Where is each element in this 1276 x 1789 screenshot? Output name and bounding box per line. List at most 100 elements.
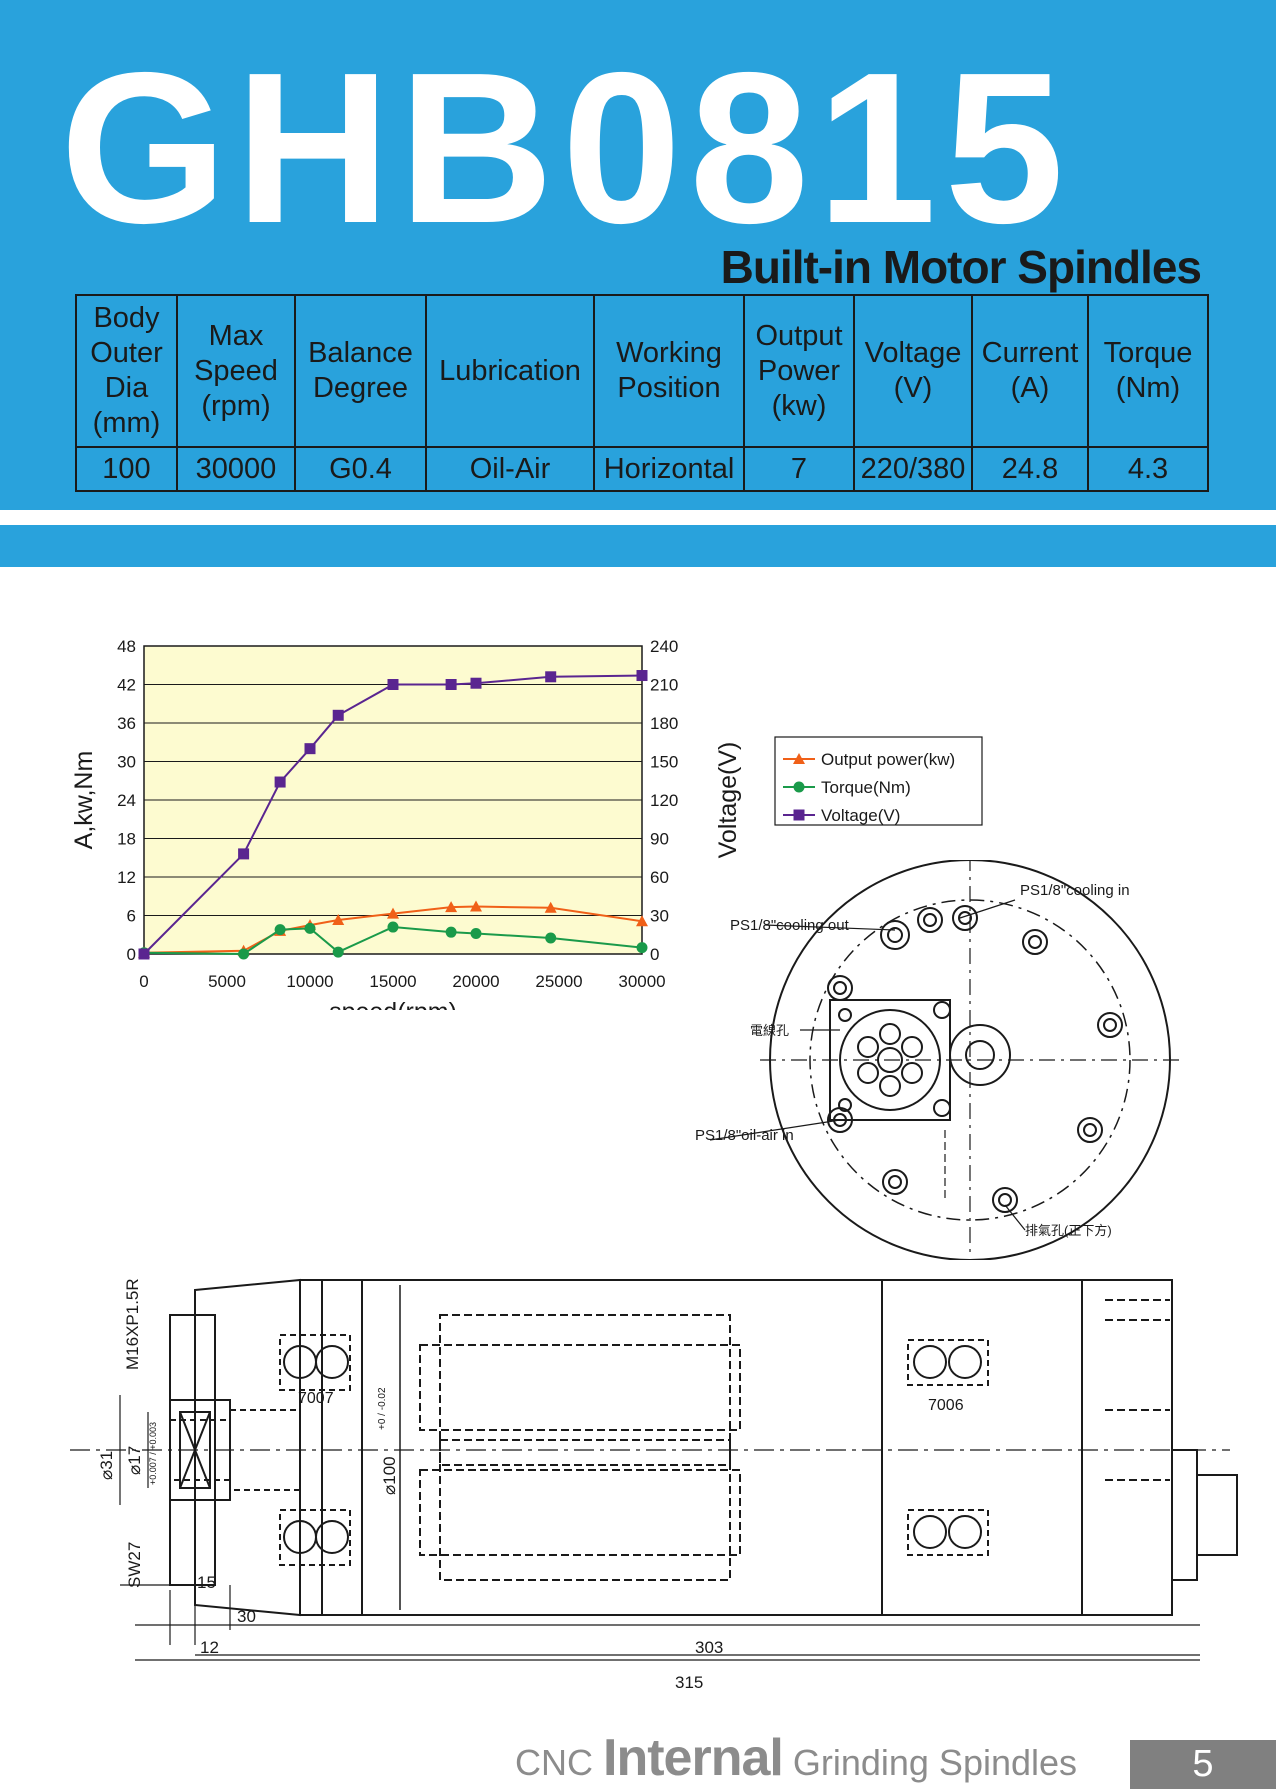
y-left-tick-label: 48	[117, 637, 136, 656]
y-right-tick-label: 90	[650, 830, 669, 849]
y-right-tick-label: 120	[650, 791, 678, 810]
side-view-drawing: M16XP1.5R 7007 7006 ⌀31 ⌀17 +0.007 / +0.…	[70, 1278, 1238, 1692]
spec-header: Body Outer Dia (mm)	[75, 294, 178, 448]
connector-stub	[1196, 1474, 1238, 1556]
spec-header-row: Body Outer Dia (mm) Max Speed (rpm) Bala…	[75, 294, 1209, 448]
dia-17-label: ⌀17	[125, 1446, 144, 1475]
spec-value: G0.4	[294, 446, 427, 492]
footer-suffix: Grinding Spindles	[792, 1742, 1078, 1783]
cable-hole-label: 電線孔	[750, 1023, 789, 1038]
data-point	[304, 743, 316, 755]
spec-value: 30000	[176, 446, 296, 492]
legend-label: Voltage(V)	[821, 806, 900, 825]
data-point	[387, 679, 399, 690]
data-point	[470, 927, 482, 939]
data-point	[445, 926, 457, 938]
y-right-axis-label: Voltage(V)	[714, 742, 742, 859]
spec-header: Voltage (V)	[853, 294, 973, 448]
x-tick-label: 30000	[618, 972, 665, 991]
wrench-label: SW27	[125, 1542, 144, 1588]
dim-15-label: 15	[197, 1573, 216, 1592]
y-left-tick-label: 30	[117, 753, 136, 772]
spec-header: Working Position	[593, 294, 745, 448]
page-number: 5	[1130, 1740, 1276, 1789]
data-point	[387, 921, 399, 933]
data-point	[545, 671, 557, 683]
legend-box	[774, 736, 983, 826]
exhaust-hole-label: 排氣孔(正下方)	[1025, 1223, 1112, 1238]
dim-12-label: 12	[200, 1638, 219, 1657]
data-point	[138, 948, 150, 960]
spec-table: Body Outer Dia (mm) Max Speed (rpm) Bala…	[75, 294, 1209, 492]
data-point	[274, 924, 286, 936]
dia-17-tolerance: +0.007 / +0.003	[148, 1422, 158, 1485]
spec-value: 7	[743, 446, 855, 492]
rotor-lower	[419, 1469, 741, 1556]
y-left-tick-label: 18	[117, 830, 136, 849]
thread-label: M16XP1.5R	[123, 1278, 142, 1370]
y-left-tick-label: 6	[127, 907, 136, 926]
footer-prefix: CNC	[515, 1742, 593, 1783]
spec-header: Lubrication	[425, 294, 595, 448]
bolt-holes	[827, 905, 1123, 1213]
spec-value: 220/380	[853, 446, 973, 492]
bearing-front-label: 7007	[298, 1390, 334, 1407]
bearing-rear-label: 7006	[928, 1397, 964, 1414]
y-right-tick-label: 240	[650, 637, 678, 656]
dim-315-label: 315	[675, 1673, 703, 1692]
x-tick-label: 0	[139, 972, 148, 991]
model-title: GHB0815	[60, 27, 1073, 268]
dia-100-label: ⌀100	[380, 1456, 399, 1495]
y-left-tick-label: 0	[127, 945, 136, 964]
spec-header: Torque (Nm)	[1087, 294, 1209, 448]
rear-view-drawing: PS1/8"cooling in PS1/8"cooling out 電線孔 P…	[695, 860, 1180, 1260]
legend-label: Torque(Nm)	[821, 778, 911, 797]
data-point	[332, 946, 344, 958]
data-point	[636, 670, 648, 682]
end-cap	[1081, 1279, 1173, 1616]
data-point	[274, 776, 286, 788]
legend-marker	[793, 753, 805, 764]
cooling-out-label: PS1/8"cooling out	[730, 917, 850, 934]
spec-value: Horizontal	[593, 446, 745, 492]
banner-divider	[0, 510, 1276, 525]
y-left-tick-label: 12	[117, 868, 136, 887]
x-tick-label: 5000	[208, 972, 246, 991]
x-tick-label: 15000	[369, 972, 416, 991]
dim-30-label: 30	[237, 1607, 256, 1626]
data-point	[332, 709, 344, 721]
spec-header: Balance Degree	[294, 294, 427, 448]
y-left-tick-label: 42	[117, 676, 136, 695]
dim-303-label: 303	[695, 1638, 723, 1657]
y-right-tick-label: 180	[650, 714, 678, 733]
series-line	[143, 674, 643, 955]
data-point	[636, 915, 648, 927]
bolt-circle	[809, 899, 1131, 1221]
spec-value: 24.8	[971, 446, 1089, 492]
data-point	[304, 922, 316, 934]
spec-header: Output Power (kw)	[743, 294, 855, 448]
x-tick-label: 10000	[286, 972, 333, 991]
spec-header: Max Speed (rpm)	[176, 294, 296, 448]
oil-air-in-label: PS1/8"oil-air in	[695, 1127, 794, 1144]
data-point	[445, 679, 457, 690]
legend-marker	[793, 781, 805, 793]
data-point	[470, 677, 482, 689]
x-axis-label: speed(rpm)	[329, 998, 457, 1010]
data-point	[332, 913, 345, 925]
dia-31-label: ⌀31	[97, 1451, 116, 1480]
y-right-tick-label: 150	[650, 753, 678, 772]
data-point	[545, 932, 557, 944]
spec-value: 4.3	[1087, 446, 1209, 492]
data-point	[387, 907, 399, 919]
spec-value-row: 100 30000 G0.4 Oil-Air Horizontal 7 220/…	[75, 446, 1209, 492]
x-tick-label: 25000	[535, 972, 582, 991]
cooling-boss	[949, 1024, 1011, 1086]
data-point	[238, 948, 250, 960]
connector	[839, 1009, 941, 1111]
y-right-tick-label: 210	[650, 676, 678, 695]
data-point	[445, 901, 458, 913]
footer-title: CNC Internal Grinding Spindles	[515, 1728, 1077, 1788]
data-point	[238, 848, 250, 860]
